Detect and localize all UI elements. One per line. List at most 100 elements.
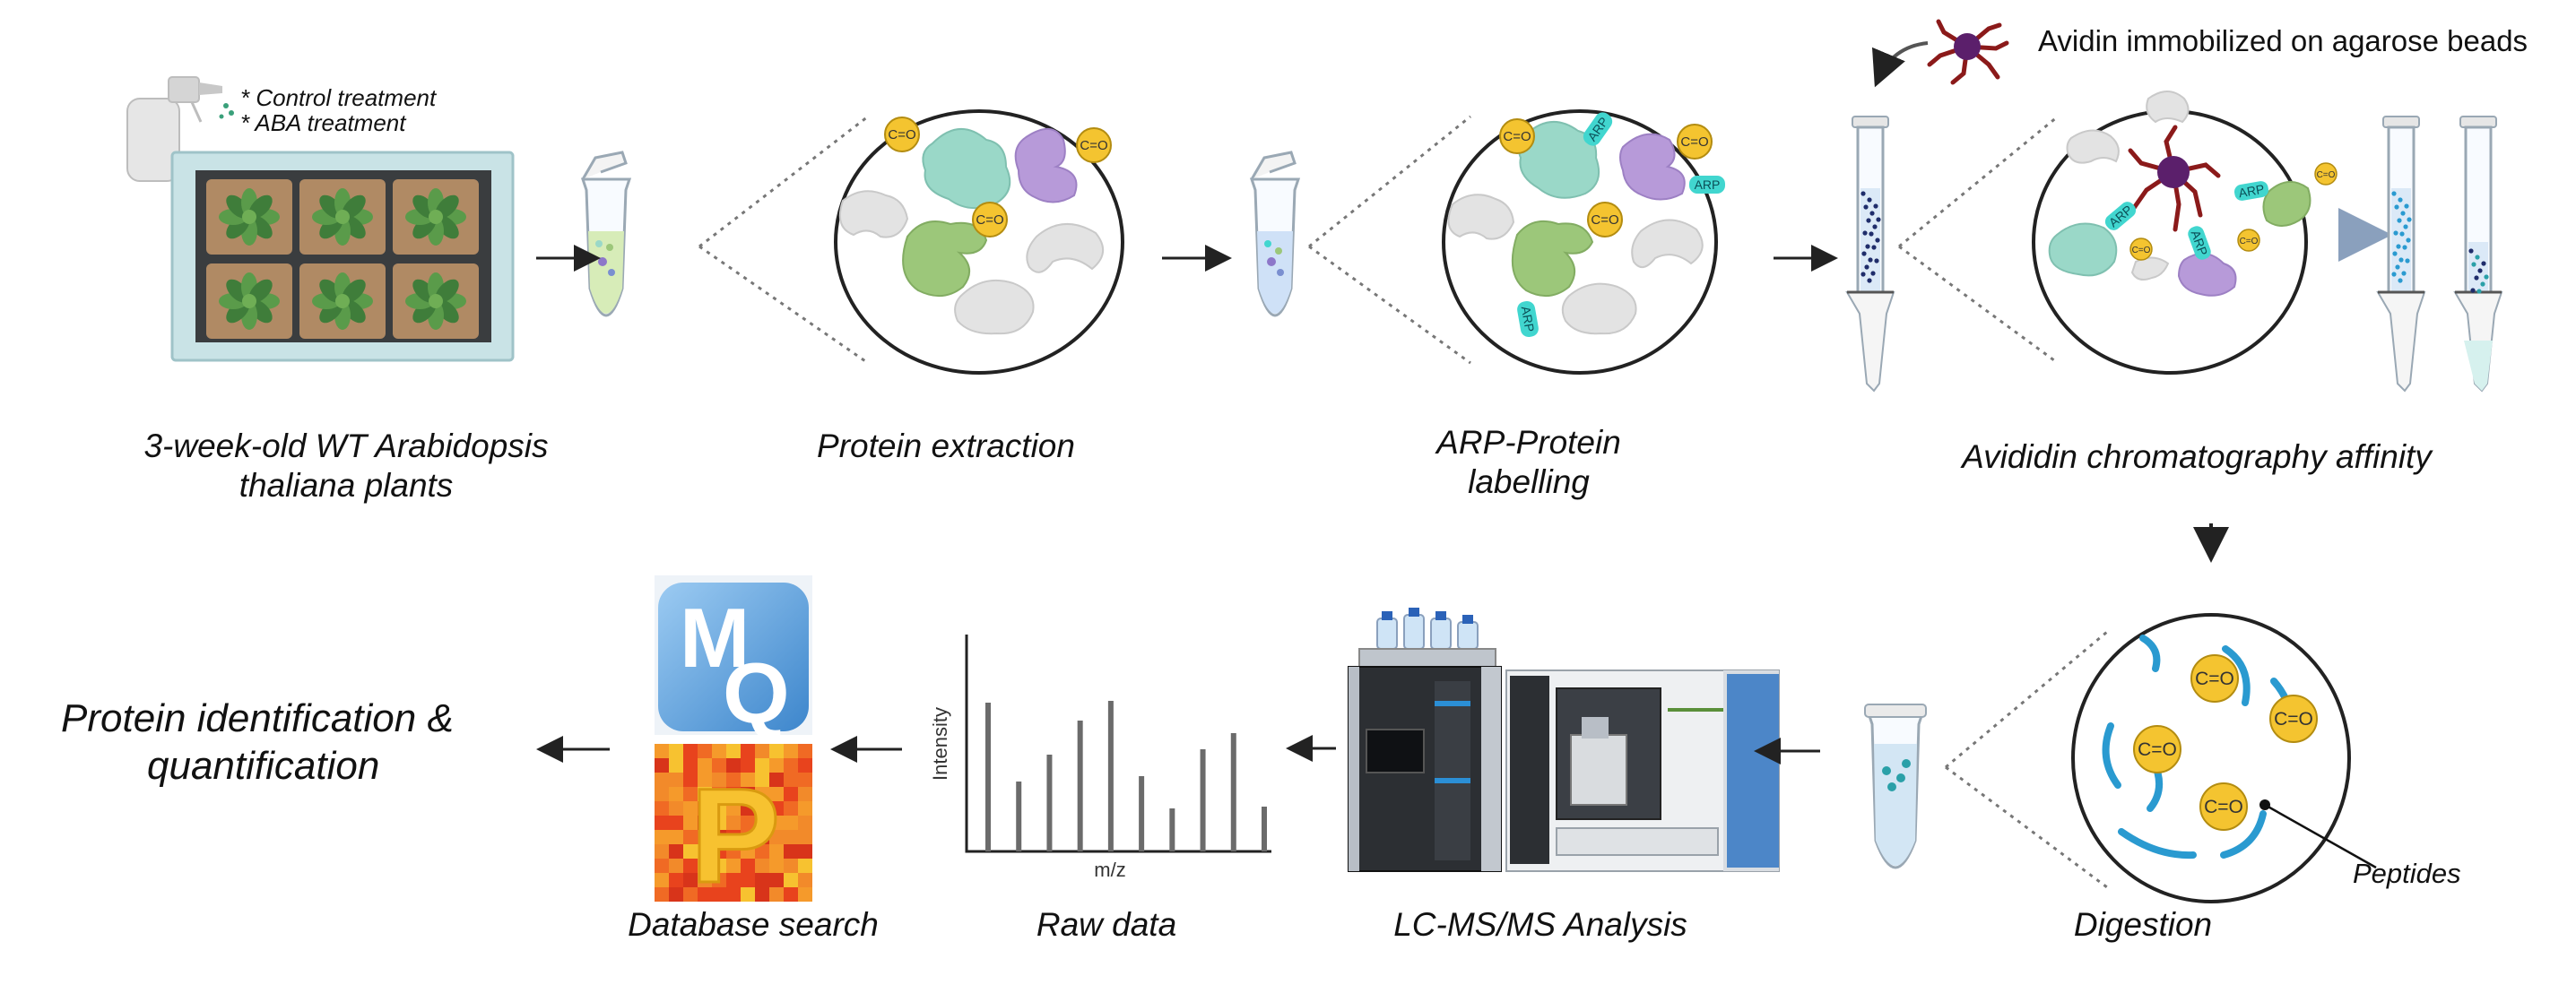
carbonyl-tag: C=O [2237, 229, 2260, 252]
bead-dot [2481, 261, 2486, 266]
bead-dot [2397, 218, 2402, 223]
bead-dot [2401, 271, 2407, 276]
svg-text:Q: Q [723, 645, 790, 741]
svg-text:C=O: C=O [2138, 739, 2177, 760]
avidin-bead-icon [1927, 19, 2009, 85]
carbonyl-tag: C=O [2314, 162, 2337, 186]
bead-dot [2474, 275, 2479, 281]
zoom-lines [698, 115, 2108, 889]
flow-arrows-row2 [536, 735, 1820, 764]
svg-text:C=O: C=O [1680, 134, 1708, 150]
bead-dot [2471, 262, 2476, 267]
svg-text:ARP: ARP [2237, 182, 2265, 201]
plant-pot-icon [206, 179, 292, 255]
svg-text:C=O: C=O [2274, 709, 2313, 730]
bead-dot [2480, 281, 2485, 287]
teal-protein-icon [922, 127, 1011, 209]
bead-dot [2399, 231, 2405, 237]
bead-dot [1864, 264, 1869, 270]
svg-text:ARP: ARP [1519, 305, 1538, 333]
affinity-capture-view: ARP ARP ARP C=O C=O C=O [2032, 91, 2337, 375]
bead-dot [2477, 268, 2483, 273]
plants-label-line1: 3-week-old WT Arabidopsis [143, 428, 549, 464]
mass-spectrum-chart: Intensity m/z [929, 635, 1271, 881]
purple-protein-icon [1014, 128, 1078, 203]
affinity-label: Avididin chromatography affinity [1962, 438, 2432, 475]
svg-text:M: M [680, 591, 750, 685]
database-label: Database search [628, 906, 879, 943]
sample-tube-1 [580, 151, 632, 317]
bead-dot [2468, 248, 2474, 254]
plant-pot-icon [299, 179, 386, 255]
spray-bottle-icon [126, 76, 234, 182]
svg-text:C=O: C=O [2240, 237, 2259, 246]
labelling-label-line1: ARP-Protein [1436, 424, 1621, 461]
bead-dot [1862, 230, 1868, 236]
carbonyl-tag: C=O [2129, 238, 2153, 261]
perseus-logo-icon: P [655, 744, 812, 912]
bead-dot [2394, 204, 2399, 210]
svg-text:C=O: C=O [888, 127, 915, 143]
affinity-column-1 [1845, 116, 1895, 393]
column-beads [1860, 191, 2489, 294]
treatment-control: * Control treatment [240, 84, 437, 111]
peptides-label: Peptides [2353, 858, 2461, 889]
carbonyl-tag: C=O [1076, 127, 1112, 163]
spectrum-x-label: m/z [1094, 859, 1125, 881]
gray-protein-icon [1026, 222, 1104, 273]
bead-dot [1869, 211, 1875, 216]
protein-extraction-view: C=O C=O C=O [834, 109, 1124, 375]
bead-dot [2398, 197, 2403, 203]
bead-dot [2398, 278, 2403, 283]
affinity-column-3 [2453, 116, 2503, 393]
bead-dot [1861, 251, 1867, 256]
plant-pot-icon [206, 263, 292, 339]
sample-tube-2 [1249, 151, 1301, 317]
bead-dot [2476, 289, 2482, 294]
arp-tag: ARP [2104, 202, 2137, 230]
spectrum-axes [965, 635, 1271, 853]
bead-dot [2475, 255, 2480, 260]
bead-dot [2404, 203, 2409, 209]
avidin-note: Avidin immobilized on agarose beads [2038, 24, 2528, 57]
bead-dot [1870, 271, 1876, 276]
bead-dot [1874, 258, 1879, 263]
bead-dot [2395, 264, 2400, 270]
bead-dot [1876, 217, 1881, 222]
carbonyl-tag: C=O [2269, 695, 2318, 743]
gray-protein-icon [839, 190, 909, 238]
bead-dot [2393, 230, 2398, 236]
svg-text:C=O: C=O [1591, 212, 1618, 228]
bead-dot [2402, 245, 2407, 250]
bead-dot [2396, 244, 2401, 249]
final-label-line1: Protein identification & [61, 696, 454, 740]
bead-dot [2403, 224, 2408, 229]
gray-protein-icon [954, 280, 1035, 335]
svg-text:C=O: C=O [2317, 170, 2336, 180]
plant-pot-icon [393, 179, 479, 255]
bead-dot [1867, 278, 1872, 283]
svg-text:C=O: C=O [2132, 246, 2151, 255]
arp-labelling-view: C=O C=O C=O ARP ARP ARP [1442, 109, 1725, 375]
bead-dot [1865, 244, 1870, 249]
final-label-line2: quantification [147, 743, 380, 788]
bead-dot [2391, 272, 2397, 277]
bead-dot [1860, 191, 1866, 196]
svg-text:C=O: C=O [2204, 797, 2243, 817]
bead-dot [1863, 204, 1869, 210]
arp-tag: ARP [2233, 181, 2269, 201]
svg-text:C=O: C=O [2195, 669, 2234, 689]
svg-text:C=O: C=O [1080, 138, 1107, 153]
plant-pot-icon [393, 263, 479, 339]
carbonyl-tag: C=O [2199, 782, 2248, 831]
bead-dot [1868, 257, 1873, 263]
bead-dot [1869, 231, 1874, 237]
digestion-tube [1864, 704, 1927, 869]
bead-dot [2405, 258, 2410, 263]
affinity-column-2 [2376, 116, 2426, 393]
carbonyl-tag: C=O [884, 117, 920, 152]
final-label: Protein identification & quantification [61, 695, 454, 790]
bead-dot [2391, 191, 2397, 196]
treatment-aba: * ABA treatment [240, 109, 406, 136]
